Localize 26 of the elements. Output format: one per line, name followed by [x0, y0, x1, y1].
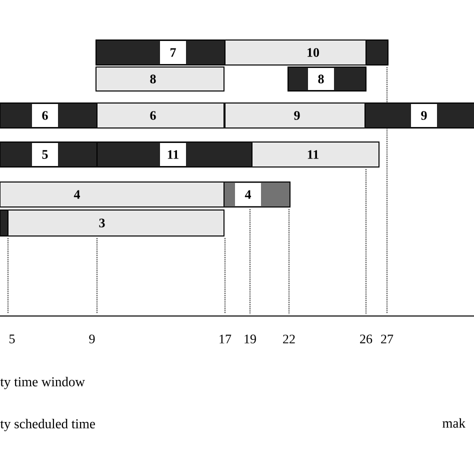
schedule-bar: 4 — [0, 182, 224, 208]
schedule-bar: 9 — [364, 102, 474, 128]
schedule-bar: 8 — [96, 66, 224, 92]
tick-label: 27 — [381, 334, 394, 344]
legend-text: ty time window — [0, 376, 85, 390]
tick-label: 22 — [283, 334, 295, 344]
note-text: mak — [442, 418, 466, 428]
schedule-bar: 6 — [96, 102, 224, 128]
schedule-bar: 11 — [96, 142, 252, 168]
schedule-bar: 10 — [224, 40, 366, 66]
schedule-bar: 5 — [0, 142, 98, 168]
schedule-bar — [0, 210, 8, 236]
tick-label: 9 — [89, 334, 95, 344]
legend-text: ty scheduled time — [0, 418, 95, 432]
schedule-bar: 8 — [288, 66, 366, 92]
tick-label: 17 — [220, 334, 232, 344]
tick-label: 5 — [10, 334, 15, 344]
schedule-bar: 4 — [224, 182, 290, 208]
schedule-bar: 9 — [224, 102, 366, 128]
schedule-bar: 3 — [8, 210, 224, 236]
tick-label: 19 — [244, 334, 256, 344]
tick-label: 26 — [360, 334, 372, 344]
schedule-bar: 7 — [96, 40, 226, 66]
schedule-bar: 6 — [0, 102, 98, 128]
schedule-bar: 11 — [252, 142, 380, 168]
schedule-bar — [366, 40, 388, 66]
